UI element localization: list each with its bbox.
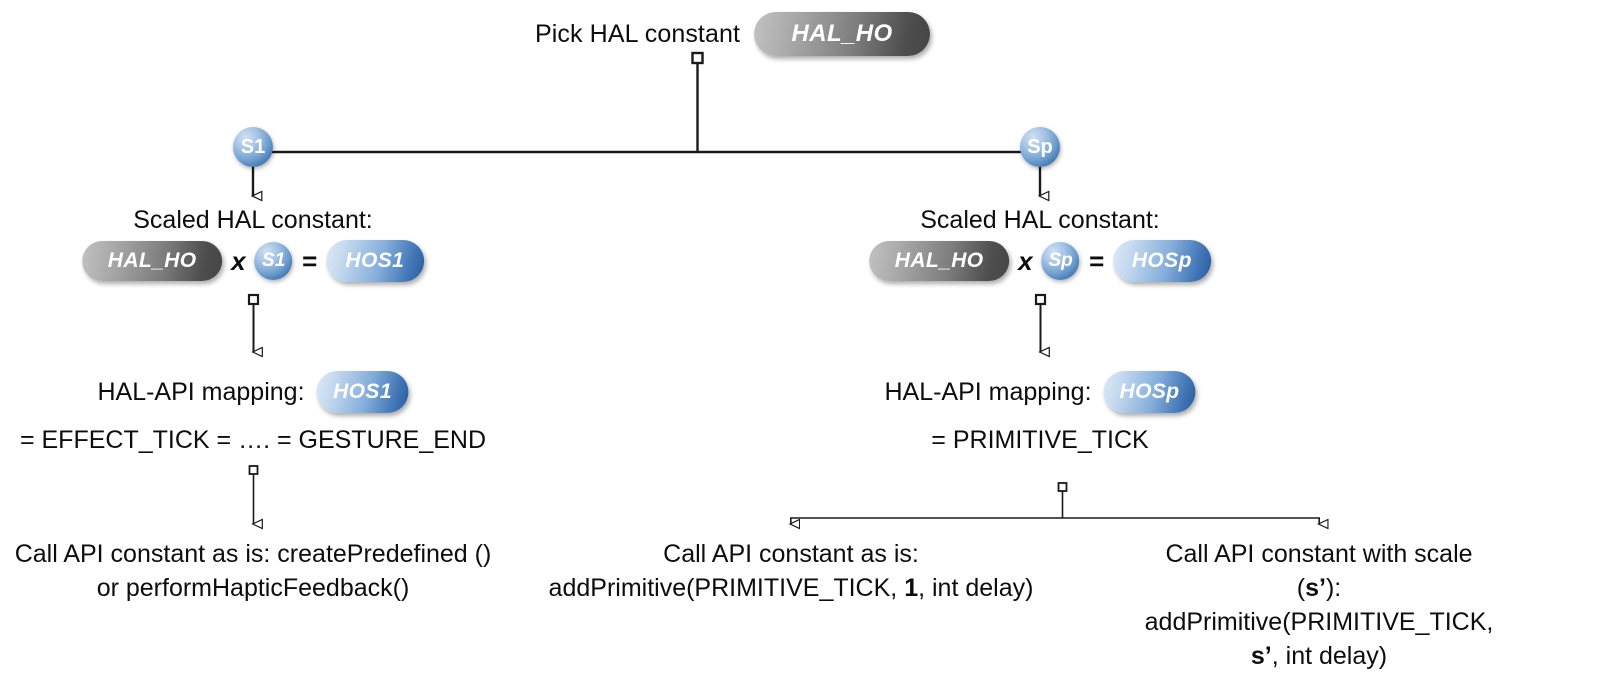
left-operand-s1[interactable]: S1 bbox=[254, 242, 293, 280]
right-multiply-symbol: x bbox=[1018, 246, 1033, 276]
branch-badge-sp[interactable]: Sp bbox=[1020, 127, 1060, 167]
right-leaf1-line2: addPrimitive(PRIMITIVE_TICK, 1, int dela… bbox=[549, 571, 1034, 605]
left-operand-hal-ho[interactable]: HAL_HO bbox=[82, 241, 223, 281]
connector-root-stem bbox=[691, 51, 704, 152]
pill-hal-ho-root[interactable]: HAL_HO bbox=[754, 12, 931, 56]
right-leaf-with-scale: Call API constant with scale (s’): addPr… bbox=[1145, 537, 1494, 673]
right-result-hosp[interactable]: HOSp bbox=[1112, 240, 1211, 282]
left-leaf-line1: Call API constant as is: createPredefine… bbox=[14, 540, 492, 568]
left-equals-symbol: = bbox=[301, 246, 317, 276]
left-result-hos1[interactable]: HOS1 bbox=[325, 240, 424, 282]
right-leaf1-line2-prefix: addPrimitive(PRIMITIVE_TICK, bbox=[548, 574, 905, 602]
right-leaf2-line2-bold: s’ bbox=[1250, 642, 1272, 670]
left-leaf-call-api: Call API constant as is: createPredefine… bbox=[15, 537, 492, 605]
root-label: Pick HAL constant bbox=[535, 20, 741, 48]
left-multiply-symbol: x bbox=[231, 246, 246, 276]
right-mapping-expansion: = PRIMITIVE_TICK bbox=[931, 426, 1149, 454]
right-mapping-row: HAL-API mapping: HOSp bbox=[884, 371, 1196, 413]
right-leaf1-line1: Call API constant as is: bbox=[663, 540, 919, 568]
right-equals-symbol: = bbox=[1088, 246, 1104, 276]
right-leaf2-line2-suffix: , int delay) bbox=[1271, 642, 1388, 670]
right-operand-hal-ho[interactable]: HAL_HO bbox=[869, 241, 1010, 281]
connector-lines bbox=[247, 51, 1329, 530]
right-scaled-equation: HAL_HO x Sp = HOSp bbox=[869, 240, 1211, 282]
right-mapping-pill-hosp[interactable]: HOSp bbox=[1103, 371, 1196, 413]
left-mapping-label: HAL-API mapping: bbox=[97, 377, 305, 406]
connector-right-scaled-to-mapping bbox=[1034, 293, 1050, 358]
left-mapping-row: HAL-API mapping: HOS1 bbox=[97, 371, 409, 413]
right-operand-sp[interactable]: Sp bbox=[1041, 242, 1080, 280]
connector-right-mapping-split bbox=[788, 482, 1329, 530]
connector-left-scaled-to-mapping bbox=[247, 293, 263, 358]
left-scaled-equation: HAL_HO x S1 = HOS1 bbox=[82, 240, 424, 282]
right-leaf2-line1-suffix: ): bbox=[1325, 574, 1342, 602]
left-mapping-expansion: = EFFECT_TICK = …. = GESTURE_END bbox=[19, 426, 487, 454]
left-leaf-line2: or performHapticFeedback() bbox=[96, 574, 410, 602]
root-row: Pick HAL constant HAL_HO bbox=[535, 12, 931, 56]
right-leaf2-line1: Call API constant with scale (s’): bbox=[1145, 537, 1494, 605]
right-leaf1-line2-bold: 1 bbox=[904, 574, 919, 602]
right-leaf2-line1-bold: s’ bbox=[1305, 574, 1326, 602]
right-leaf1-line2-suffix: , int delay) bbox=[918, 574, 1034, 602]
left-mapping-pill-hos1[interactable]: HOS1 bbox=[316, 371, 409, 413]
branch-badge-s1[interactable]: S1 bbox=[233, 127, 273, 167]
right-scaled-heading: Scaled HAL constant: bbox=[920, 206, 1160, 234]
right-leaf2-line1-prefix: Call API constant with scale ( bbox=[1165, 540, 1473, 602]
left-scaled-heading: Scaled HAL constant: bbox=[133, 206, 373, 234]
right-leaf2-line2: addPrimitive(PRIMITIVE_TICK, s’, int del… bbox=[1145, 605, 1494, 673]
haptics-hal-decision-diagram: Pick HAL constant HAL_HO S1 Sp Scaled HA… bbox=[15, 12, 1493, 670]
connector-left-mapping-to-leaf bbox=[248, 465, 263, 530]
right-leaf2-line2-prefix: addPrimitive(PRIMITIVE_TICK, bbox=[1144, 608, 1494, 636]
right-leaf-as-is: Call API constant as is: addPrimitive(PR… bbox=[549, 537, 1034, 605]
connector-level1-split bbox=[250, 150, 1050, 202]
right-mapping-label: HAL-API mapping: bbox=[884, 377, 1092, 406]
